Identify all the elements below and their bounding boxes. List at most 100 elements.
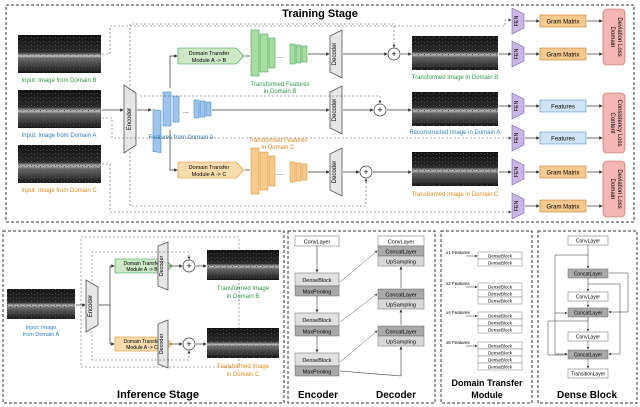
training-decoder-a: Decoder: [329, 85, 343, 135]
svg-text:Dense Block: Dense Block: [557, 390, 617, 401]
dt-ab-line2: Module A -> B: [192, 58, 227, 64]
plus-b: +: [387, 47, 401, 61]
svg-text:DenseBlock: DenseBlock: [488, 299, 513, 304]
svg-text:in Domain B: in Domain B: [227, 294, 260, 300]
inference-encoder: Encoder: [85, 279, 99, 333]
svg-text:Content: Content: [609, 112, 615, 133]
dtm-row-x1: x1 Features DenseBlock DenseBlock: [446, 250, 523, 267]
fen-2: FEN: [511, 40, 525, 68]
svg-text:Encoder: Encoder: [88, 295, 94, 317]
gram-matrix-2: Gram Matrix: [539, 47, 587, 61]
out-b-label: Transformed Image in Domain B: [412, 75, 498, 81]
svg-text:DenseBlock: DenseBlock: [488, 285, 513, 290]
input-c-label: Input: Image from Domain C: [21, 188, 97, 194]
gram-matrix-3: Gram Matrix: [539, 165, 587, 179]
training-stage-title: Training Stage: [282, 8, 358, 20]
svg-text:ConcatLayer: ConcatLayer: [574, 272, 603, 278]
svg-text:Transformed Image: Transformed Image: [217, 364, 270, 370]
training-decoder-b: Decoder: [329, 29, 343, 79]
svg-text:DenseBlock: DenseBlock: [488, 358, 513, 363]
dense-block-layers: ConvLayer ConcatLayer ConvLayer ConcatLa…: [547, 235, 629, 379]
svg-text:Domain Transfer: Domain Transfer: [124, 339, 161, 345]
svg-text:Deviation Loss: Deviation Loss: [616, 17, 622, 56]
svg-text:Gram Matrix: Gram Matrix: [547, 205, 580, 211]
svg-text:MaxPooling: MaxPooling: [303, 330, 332, 336]
svg-text:+: +: [186, 261, 191, 271]
dtm-row-x8: x8 Features DenseBlock DenseBlock DenseB…: [446, 340, 523, 371]
inference-input-image: Input: Image from Domain A: [7, 289, 75, 338]
svg-text:x1 Features: x1 Features: [446, 250, 471, 255]
dt-ac-line1: Domain Transfer: [189, 165, 230, 171]
svg-text:ConcatLayer: ConcatLayer: [385, 330, 416, 336]
svg-text:Module A -> C: Module A -> C: [126, 345, 158, 351]
svg-text:ConcatLayer: ConcatLayer: [385, 293, 416, 299]
svg-text:ConcatLayer: ConcatLayer: [574, 311, 603, 317]
svg-text:TransitionLayer: TransitionLayer: [571, 372, 606, 378]
svg-text:Domain Transfer: Domain Transfer: [451, 378, 523, 388]
inference-stage-title: Inference Stage: [117, 389, 199, 401]
inference-output-c: Transformed Image in Domain C: [207, 328, 279, 378]
dense-block-panel: Dense Block: [537, 230, 638, 404]
encoder-column: ConvLayer DenseBlock MaxPooling DenseBlo…: [294, 235, 340, 377]
svg-text:Decoder: Decoder: [159, 333, 165, 354]
input-image-c: Input: Image from Domain C: [18, 145, 101, 194]
svg-text:DenseBlock: DenseBlock: [488, 254, 513, 259]
dtm-row-x2: x2 Features DenseBlock DenseBlock DenseB…: [446, 281, 523, 305]
svg-text:UpSampling: UpSampling: [386, 260, 416, 266]
inference-stage-panel: Inference Stage: [2, 230, 285, 404]
decoder-c-label: Decoder: [332, 161, 338, 184]
dt-ab-line1: Domain Transfer: [189, 51, 230, 57]
loss-domain-deviation-1: Domain Deviation Loss: [602, 8, 626, 66]
svg-text:FEN: FEN: [514, 200, 520, 211]
features-a-label: Features from Domain A: [148, 135, 213, 141]
training-dt-ac: Domain Transfer Module A -> C: [177, 161, 245, 179]
training-stage-panel: Training Stage: [5, 4, 635, 223]
svg-text:Gram Matrix: Gram Matrix: [547, 53, 580, 59]
fen-3: FEN: [511, 92, 525, 120]
inference-output-b: Transformed Image in Domain B: [207, 250, 279, 300]
svg-text:Deviation Loss: Deviation Loss: [616, 169, 622, 208]
svg-text:ConcatLayer: ConcatLayer: [385, 250, 416, 256]
loss-domain-deviation-2: Domain Deviation Loss: [602, 160, 626, 218]
inference-plus-b: +: [182, 259, 196, 273]
encoder-decoder-panel: Encoder Decoder: [287, 230, 436, 404]
svg-text:Decoder: Decoder: [159, 255, 165, 276]
out-c-label: Transformed Image in Domain C: [412, 192, 499, 198]
svg-text:DenseBlock: DenseBlock: [302, 358, 332, 364]
output-image-b: Transformed Image in Domain B: [412, 36, 498, 81]
decoder-column: ConvLayer ConcatLayer UpSampling ConcatL…: [339, 235, 425, 377]
svg-text:DenseBlock: DenseBlock: [488, 292, 513, 297]
svg-text:Consistency Loss: Consistency Loss: [616, 99, 622, 146]
svg-text:DenseBlock: DenseBlock: [302, 318, 332, 324]
out-a-label: Reconstructed Image in Domain A: [409, 130, 500, 136]
svg-text:DenseBlock: DenseBlock: [488, 261, 513, 266]
tf-c-line2: in Domain C: [261, 145, 295, 151]
svg-text:+: +: [186, 339, 191, 349]
svg-text:FEN: FEN: [514, 48, 520, 59]
svg-text:x8 Features: x8 Features: [446, 340, 471, 345]
fen-6: FEN: [511, 192, 525, 220]
features-a-dots: ...: [183, 108, 189, 115]
tf-b-dots: ...: [277, 53, 283, 60]
features-domain-a: ... Features from Domain A: [148, 91, 214, 153]
svg-text:Transformed Image: Transformed Image: [217, 286, 270, 292]
svg-text:+: +: [377, 105, 382, 115]
inference-decoder-c: Decoder: [157, 319, 169, 369]
training-encoder-label: Encoder: [127, 108, 133, 130]
input-image-b: Input: Image from Domain B: [18, 35, 101, 84]
dtm-row-x4: x4 Features DenseBlock DenseBlock DenseB…: [446, 310, 523, 334]
svg-text:Input: Image: Input: Image: [26, 325, 57, 331]
plus-a: +: [373, 103, 387, 117]
svg-text:DenseBlock: DenseBlock: [488, 365, 513, 370]
svg-text:DenseBlock: DenseBlock: [302, 278, 332, 284]
svg-text:in Domain C: in Domain C: [226, 372, 260, 378]
training-dt-ab: Domain Transfer Module A -> B: [177, 47, 245, 65]
svg-text:+: +: [363, 167, 368, 177]
svg-text:ConcatLayer: ConcatLayer: [574, 353, 603, 359]
svg-text:Gram Matrix: Gram Matrix: [547, 20, 580, 26]
svg-text:Module A -> B: Module A -> B: [126, 267, 158, 273]
svg-text:ConvLayer: ConvLayer: [576, 239, 601, 245]
svg-text:Gram Matrix: Gram Matrix: [547, 171, 580, 177]
svg-text:Features: Features: [551, 105, 575, 111]
